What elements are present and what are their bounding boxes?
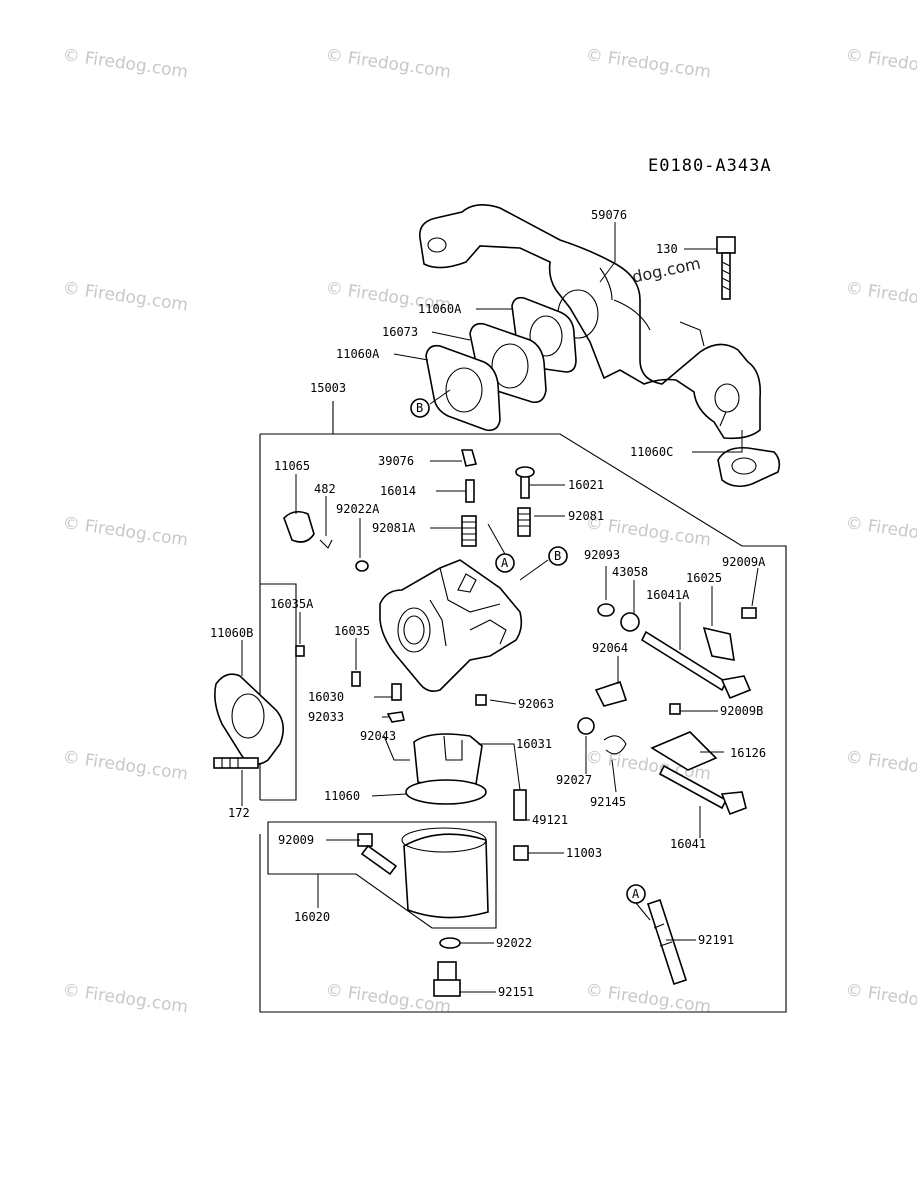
watermark: © Firedog.com xyxy=(844,747,917,784)
part-label-39076: 39076 xyxy=(378,454,414,468)
part-label-92009a: 92009A xyxy=(722,555,766,569)
callout-a-label: A xyxy=(632,887,640,901)
part-label-92033: 92033 xyxy=(308,710,344,724)
gasket-11060c-drawing xyxy=(717,446,781,488)
watermark: © Firedog.com xyxy=(584,45,712,82)
part-label-11060a: 11060A xyxy=(336,347,380,361)
part-label-16031: 16031 xyxy=(516,737,552,751)
part-label-92009b: 92009B xyxy=(720,704,763,718)
intake-manifold-drawing xyxy=(419,204,762,440)
callout-b-mid: B xyxy=(548,546,568,566)
part-label-92093: 92093 xyxy=(584,548,620,562)
bolt-130-drawing xyxy=(716,236,736,300)
watermark-layer: © Firedog.com © Firedog.com © Firedog.co… xyxy=(61,45,917,1017)
watermark: © Firedog.com xyxy=(61,747,189,784)
part-label-92081: 92081 xyxy=(568,509,604,523)
part-label-16041a: 16041A xyxy=(646,588,690,602)
part-labels: 59076 130 11060A 16073 11060A 15003 1106… xyxy=(210,208,766,999)
watermark: © Firedog.com xyxy=(61,45,189,82)
carburetor-body-drawing xyxy=(379,559,523,692)
gasket-11060c-hole xyxy=(731,457,757,475)
part-label-16020: 16020 xyxy=(294,910,330,924)
part-label-92145: 92145 xyxy=(590,795,626,809)
watermark: © Firedog.com xyxy=(844,45,917,82)
part-label-16021: 16021 xyxy=(568,478,604,492)
float-bowl-drawing xyxy=(213,673,487,805)
part-label-172: 172 xyxy=(228,806,250,820)
part-label-92027: 92027 xyxy=(556,773,592,787)
part-label-92064: 92064 xyxy=(592,641,628,655)
watermark: © Firedog.com xyxy=(61,980,189,1017)
small-parts-drawing xyxy=(283,449,757,755)
part-label-11060: 11060 xyxy=(324,789,360,803)
part-label-92151: 92151 xyxy=(498,985,534,999)
assembly-outline xyxy=(259,401,787,1013)
part-label-16041: 16041 xyxy=(670,837,706,851)
part-label-92081a: 92081A xyxy=(372,521,416,535)
part-label-130: 130 xyxy=(656,242,678,256)
part-label-43058: 43058 xyxy=(612,565,648,579)
callout-a-mid: A xyxy=(495,553,515,573)
part-label-92009: 92009 xyxy=(278,833,314,847)
part-label-16073: 16073 xyxy=(382,325,418,339)
part-label-92063: 92063 xyxy=(518,697,554,711)
part-label-16025: 16025 xyxy=(686,571,722,585)
part-label-11060a: 11060A xyxy=(418,302,462,316)
part-label-49121: 49121 xyxy=(532,813,568,827)
lower-parts-drawing xyxy=(357,789,688,997)
part-label-16030: 16030 xyxy=(308,690,344,704)
shafts-drawing xyxy=(640,630,752,816)
part-label-92022: 92022 xyxy=(496,936,532,950)
watermark: © Firedog.com xyxy=(844,513,917,550)
part-label-15003: 15003 xyxy=(310,381,346,395)
part-label-16014: 16014 xyxy=(380,484,416,498)
callout-b-label: B xyxy=(554,549,561,563)
callout-a-bottom: A xyxy=(626,884,646,904)
leader-lines xyxy=(241,222,759,993)
watermark: © Firedog.com xyxy=(844,980,917,1017)
part-label-11003: 11003 xyxy=(566,846,602,860)
part-label-92191: 92191 xyxy=(698,933,734,947)
part-label-11065: 11065 xyxy=(274,459,310,473)
part-label-11060c: 11060C xyxy=(630,445,673,459)
part-label-16035a: 16035A xyxy=(270,597,314,611)
watermark: © Firedog.com xyxy=(324,45,452,82)
watermark: © Firedog.com xyxy=(61,278,189,315)
intake-gaskets-drawing xyxy=(425,296,577,432)
part-label-16035: 16035 xyxy=(334,624,370,638)
part-label-92043: 92043 xyxy=(360,729,396,743)
watermark: © Firedog.com xyxy=(61,513,189,550)
part-label-16126: 16126 xyxy=(730,746,766,760)
part-label-92022a: 92022A xyxy=(336,502,380,516)
callout-b-label: B xyxy=(416,401,423,415)
diagram-code: E0180-A343A xyxy=(648,156,772,176)
callout-b-top: B xyxy=(410,398,430,418)
part-label-59076: 59076 xyxy=(591,208,627,222)
part-label-482: 482 xyxy=(314,482,336,496)
watermark: © Firedog.com xyxy=(844,278,917,315)
part-label-11060b: 11060B xyxy=(210,626,253,640)
callout-a-label: A xyxy=(501,556,509,570)
